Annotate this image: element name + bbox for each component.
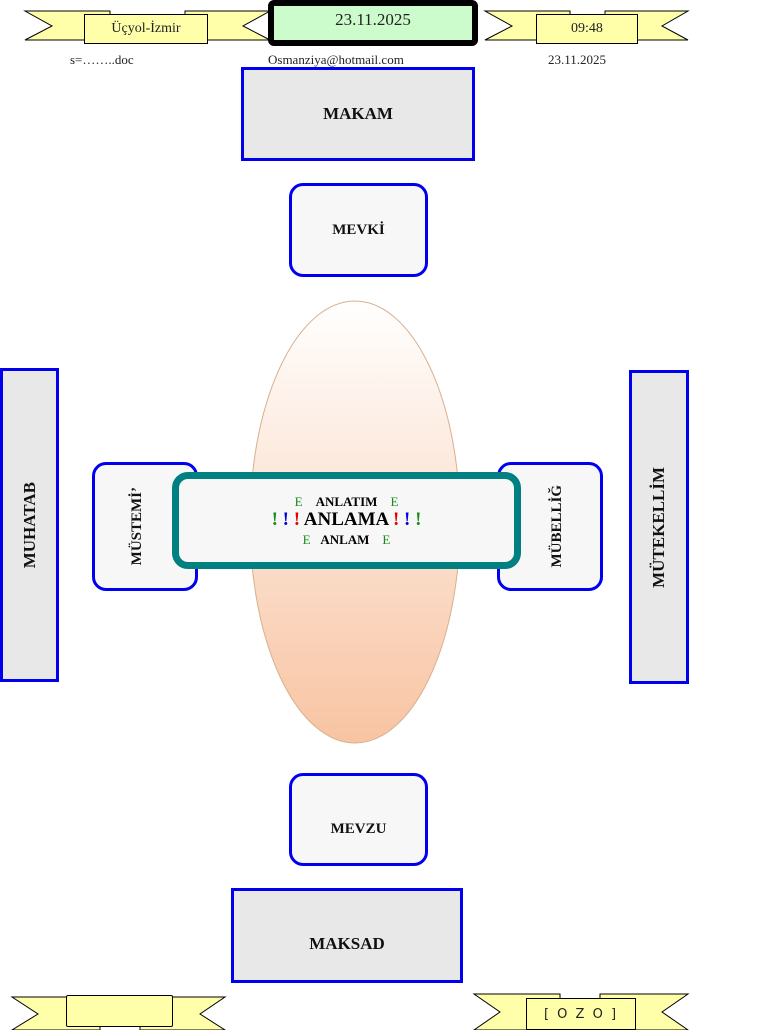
- mutekellim-label: MÜTEKELLİM: [649, 466, 668, 588]
- email[interactable]: Osmanziya@hotmail.com: [268, 52, 404, 67]
- exclamation-mark: !: [392, 509, 400, 531]
- exclamation-mark: !: [293, 509, 301, 531]
- anlama-label: ANLAMA: [303, 509, 389, 531]
- muhatab-box: MUHATAB: [0, 368, 59, 682]
- date-main-box: 23.11.2025: [268, 0, 478, 46]
- footer-right-label: [ O Z O ]: [526, 998, 636, 1030]
- exclamation-mark: !: [271, 509, 278, 531]
- mevzu-box: MEVZU: [289, 773, 428, 866]
- exclamation-mark: !: [404, 509, 411, 531]
- file-name: s=……..doc: [70, 52, 134, 67]
- muhatab-label: MUHATAB: [19, 481, 39, 569]
- anlatim-label: ANLATIM: [315, 493, 378, 509]
- e-marker: E: [390, 493, 399, 509]
- e-marker: E: [294, 493, 303, 509]
- exclamation-mark: !: [415, 509, 422, 531]
- mustemi-label: MÜSTEMİ’: [129, 487, 145, 566]
- e-marker: E: [302, 531, 311, 547]
- date-small: 23.11.2025: [548, 52, 607, 67]
- mevki-box: MEVKİ: [289, 183, 428, 277]
- exclamation-mark: !: [282, 509, 289, 531]
- footer-left-label: [66, 995, 173, 1027]
- anlam-label: ANLAM: [320, 531, 370, 547]
- mubellig-label: MÜBELLİĞ: [549, 485, 565, 568]
- mutekellim-box: MÜTEKELLİM: [629, 370, 689, 684]
- location-label: Üçyol-İzmir: [84, 14, 208, 44]
- e-marker: E: [382, 531, 391, 547]
- center-box: E ANLATIM E ! ! ! ANLAMA ! ! ! E ANLAM E: [172, 472, 521, 569]
- maksad-box: MAKSAD: [231, 888, 463, 983]
- time-label: 09:48: [536, 14, 638, 44]
- makam-box: MAKAM: [241, 67, 475, 161]
